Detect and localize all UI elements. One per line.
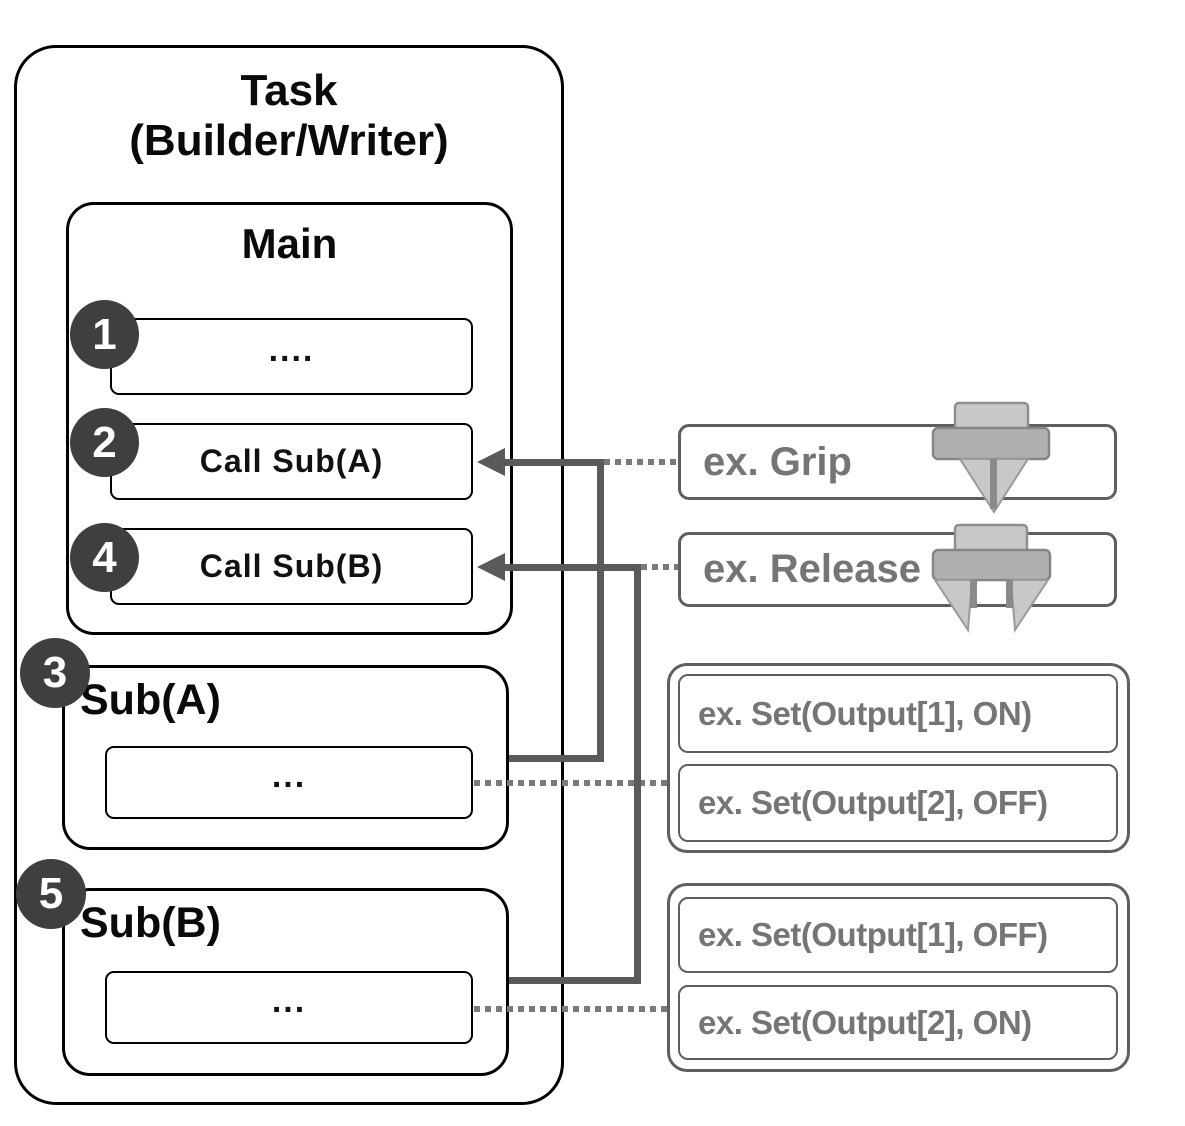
sub-a-example-1: ex. Set(Output[1], ON): [678, 674, 1118, 753]
sub-b-example-2-label: ex. Set(Output[2], ON): [698, 1003, 1032, 1041]
sub-b-box: [62, 888, 509, 1076]
example-grip-label: ex. Grip: [703, 439, 852, 484]
step-badge-1: 1: [70, 300, 139, 369]
step-badge-5: 5: [16, 859, 86, 929]
sub-a-example-2: ex. Set(Output[2], OFF): [678, 764, 1118, 842]
dotted-link-release: [641, 564, 678, 570]
dotted-link-sub-b-examples: [474, 1006, 667, 1012]
gripper-open-icon: [931, 523, 1052, 633]
main-title: Main: [241, 220, 338, 267]
example-release-label: ex. Release: [703, 547, 921, 591]
task-title-line2: (Builder/Writer): [129, 116, 449, 165]
sub-b-body-box: ...: [105, 971, 473, 1044]
step-badge-3: 3: [20, 638, 90, 708]
call-sub-a-connector-vertical: [597, 459, 604, 762]
sub-b-example-2: ex. Set(Output[2], ON): [678, 985, 1118, 1060]
step-badge-4: 4: [70, 523, 139, 592]
sub-a-body-label: ...: [271, 757, 307, 795]
sub-a-box: [62, 665, 509, 850]
call-sub-a-arrowhead: [477, 448, 505, 476]
gripper-closed-icon: [931, 401, 1051, 514]
sub-b-label: Sub(B): [80, 899, 221, 947]
sub-a-example-1-label: ex. Set(Output[1], ON): [698, 694, 1032, 732]
main-box: [66, 202, 513, 635]
dotted-link-sub-a-examples: [474, 780, 667, 786]
call-sub-b-connector-top: [502, 564, 641, 571]
main-step-1: ....: [110, 318, 473, 395]
call-sub-a-connector-bottom: [509, 755, 604, 762]
sub-a-body-box: ...: [105, 746, 473, 819]
sub-b-example-1-label: ex. Set(Output[1], OFF): [698, 916, 1048, 953]
main-step-call-sub-b-label: Call Sub(B): [199, 548, 384, 584]
dotted-link-grip: [604, 459, 678, 465]
task-title: Task (Builder/Writer): [14, 66, 564, 166]
task-box: [14, 45, 564, 1105]
sub-b-body-label: ...: [271, 982, 307, 1020]
main-step-call-sub-b: Call Sub(B): [110, 528, 473, 605]
main-step-call-sub-a: Call Sub(A): [110, 423, 473, 500]
sub-a-example-2-label: ex. Set(Output[2], OFF): [698, 784, 1048, 821]
sub-a-label: Sub(A): [80, 676, 221, 724]
main-step-call-sub-a-label: Call Sub(A): [199, 443, 384, 479]
call-sub-b-arrowhead: [477, 553, 505, 581]
call-sub-b-connector-bottom: [509, 977, 641, 984]
task-title-line1: Task: [240, 66, 338, 115]
call-sub-b-connector-vertical: [634, 564, 641, 984]
call-sub-a-connector-top: [502, 459, 604, 466]
sub-b-example-1: ex. Set(Output[1], OFF): [678, 897, 1118, 973]
main-step-1-label: ....: [268, 331, 315, 369]
step-badge-2: 2: [70, 408, 139, 477]
